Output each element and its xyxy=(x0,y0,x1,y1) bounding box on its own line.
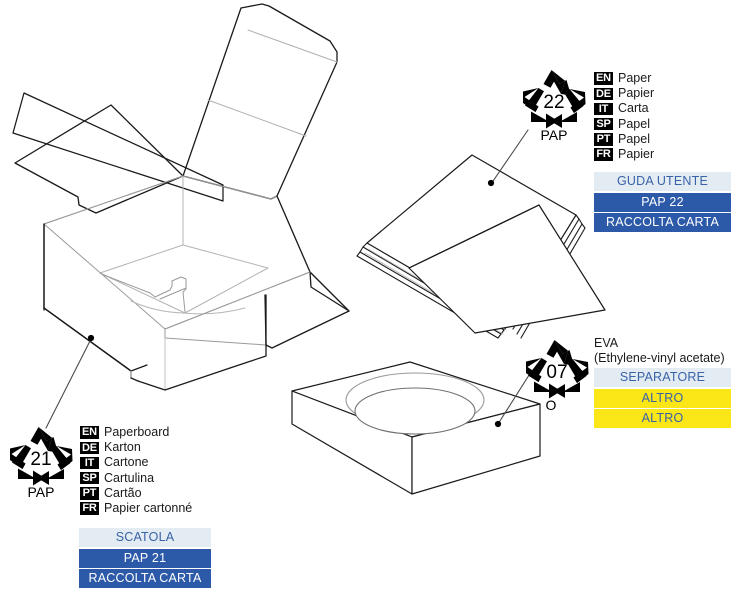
material-name-fr: Papier xyxy=(618,147,655,162)
list-item: PT Cartão xyxy=(80,486,192,501)
material-name-it: Cartone xyxy=(104,455,149,470)
bar-disposal-stream: ALTRO xyxy=(594,409,731,428)
list-item: DE Karton xyxy=(80,440,192,455)
language-tag-sp: SP xyxy=(80,471,99,485)
list-item: EN Paperboard xyxy=(80,425,192,440)
language-tag-de: DE xyxy=(80,441,99,455)
instruction-bars-box: SCATOLA PAP 21 RACCOLTA CARTA xyxy=(79,528,211,588)
language-tag-sp: SP xyxy=(594,117,613,131)
material-name-de: Karton xyxy=(104,440,141,455)
symbol-abbr-pap: PAP xyxy=(541,127,568,143)
bar-material-code: ALTRO xyxy=(594,388,731,408)
material-name-en: Paperboard xyxy=(104,425,170,440)
bar-material-code: PAP 21 xyxy=(79,548,211,568)
material-name-pt: Cartão xyxy=(104,485,142,500)
bar-component-name: SEPARATORE xyxy=(594,368,731,387)
open-cardboard-box xyxy=(12,92,224,202)
list-item: FR Papier xyxy=(594,147,654,162)
recycling-symbol-pap-21: 21 PAP xyxy=(8,424,74,500)
bar-component-name: GUDA UTENTE xyxy=(594,172,731,191)
list-item: IT Carta xyxy=(594,101,654,116)
list-item: DE Papier xyxy=(594,86,654,101)
bar-component-name: SCATOLA xyxy=(79,528,211,547)
list-item: EN Paper xyxy=(594,71,654,86)
language-list-box: EN Paperboard DE Karton IT Cartone SP Ca… xyxy=(80,425,192,516)
material-name-sp: Papel xyxy=(618,116,650,131)
material-title-eva: EVA (Ethylene-vinyl acetate) xyxy=(594,336,725,365)
language-tag-en: EN xyxy=(80,426,99,439)
list-item: PT Papel xyxy=(594,132,654,147)
language-tag-pt: PT xyxy=(80,487,99,500)
symbol-code-21: 21 xyxy=(30,449,51,470)
symbol-code-07: 07 xyxy=(546,362,567,383)
list-item: SP Papel xyxy=(594,117,654,132)
instruction-bars-eva: SEPARATORE ALTRO ALTRO xyxy=(594,368,731,428)
leader-dots xyxy=(87,179,502,428)
box-geometry xyxy=(14,3,350,391)
language-tag-pt: PT xyxy=(594,133,613,146)
material-name-it: Carta xyxy=(618,101,649,116)
material-name-de: Papier xyxy=(618,86,655,101)
recycling-symbol-o-07: 07 O xyxy=(524,337,590,413)
list-item: IT Cartone xyxy=(80,455,192,470)
material-name-pt: Papel xyxy=(618,131,650,146)
instruction-bars-paper: GUDA UTENTE PAP 22 RACCOLTA CARTA xyxy=(594,172,731,232)
symbol-abbr-o: O xyxy=(546,397,557,413)
language-tag-fr: FR xyxy=(80,502,99,515)
material-name-en: Paper xyxy=(618,71,652,86)
recycling-symbol-pap-22: 22 PAP xyxy=(521,67,587,143)
material-name-fr: Papier cartonné xyxy=(104,501,193,516)
material-title-line2: (Ethylene-vinyl acetate) xyxy=(594,350,725,365)
language-tag-en: EN xyxy=(594,72,613,85)
language-tag-fr: FR xyxy=(594,148,613,161)
bar-material-code: PAP 22 xyxy=(594,192,731,212)
list-item: FR Papier cartonné xyxy=(80,501,192,516)
bar-disposal-stream: RACCOLTA CARTA xyxy=(79,569,211,588)
paper-sheet-stack xyxy=(356,154,606,339)
material-title-line1: EVA xyxy=(594,336,619,350)
language-tag-it: IT xyxy=(80,456,99,470)
language-tag-de: DE xyxy=(594,87,613,101)
material-name-sp: Cartulina xyxy=(104,470,155,485)
foam-separator-block xyxy=(291,361,541,495)
language-list-paper: EN Paper DE Papier IT Carta SP Papel PT … xyxy=(594,71,654,162)
symbol-code-22: 22 xyxy=(543,92,564,113)
list-item: SP Cartulina xyxy=(80,471,192,486)
leader-lines xyxy=(45,129,532,429)
bar-disposal-stream: RACCOLTA CARTA xyxy=(594,213,731,232)
language-tag-it: IT xyxy=(594,102,613,116)
symbol-abbr-pap: PAP xyxy=(28,484,55,500)
